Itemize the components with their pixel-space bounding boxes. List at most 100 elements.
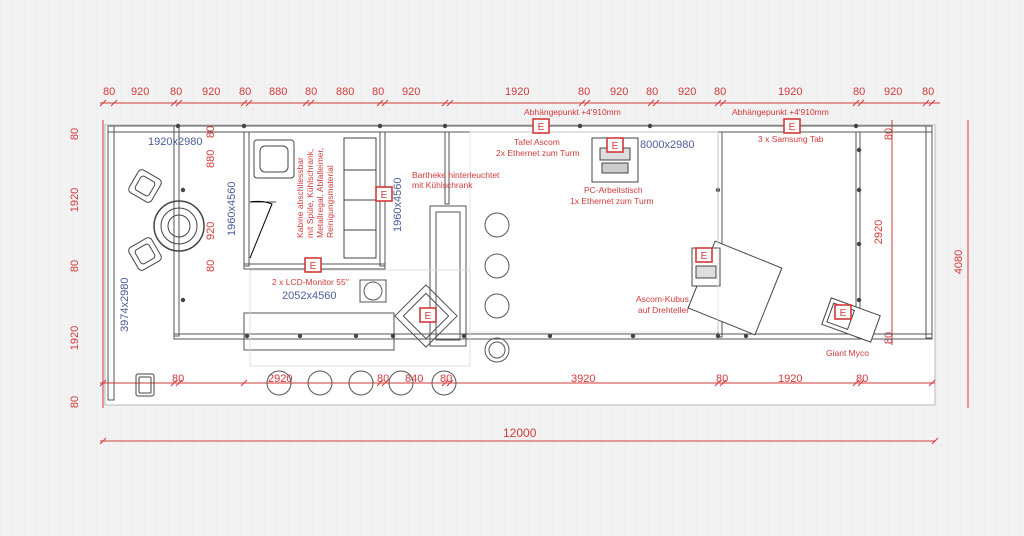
dimension-tick <box>857 379 865 387</box>
bottom-dim: 80 <box>716 373 728 385</box>
bottom-dim: 840 <box>405 373 423 385</box>
dimension-lines <box>100 102 969 442</box>
dimension-tick <box>170 379 178 387</box>
truss-node <box>577 123 583 129</box>
bottom-dim: 3920 <box>571 373 595 385</box>
right-dim-inner: 2920 <box>873 220 885 244</box>
truss-node <box>547 333 553 339</box>
cabin-note: Kabine abschliessbar mit Spüle, Kühlschr… <box>295 148 335 238</box>
pc-note: PC-Arbeitstisch <box>584 185 643 195</box>
truss-node <box>241 123 247 129</box>
dimension-tick <box>857 99 865 107</box>
dimension-tick <box>719 99 727 107</box>
top-dim: 920 <box>678 86 696 98</box>
left-dim: 1920 <box>69 188 81 212</box>
left-dim: 1920 <box>69 326 81 350</box>
top-dim: 80 <box>922 86 934 98</box>
lounge-furniture <box>128 169 205 397</box>
top-dim: 880 <box>336 86 354 98</box>
truss-node <box>442 123 448 129</box>
floor-plate <box>104 124 936 406</box>
truss-node <box>856 187 862 193</box>
inner-dim: 80 <box>205 126 217 138</box>
ethernet-note-2: 2x Ethernet zum Turm <box>496 148 580 158</box>
truss-node <box>175 123 181 129</box>
dimension-tick <box>446 379 454 387</box>
marker-letter: E <box>538 122 545 133</box>
top-dim: 920 <box>610 86 628 98</box>
truss-node <box>630 333 636 339</box>
bottom-dim: 1920 <box>778 373 802 385</box>
top-dim: 80 <box>170 86 182 98</box>
top-dim: 920 <box>884 86 902 98</box>
left-dim: 80 <box>69 260 81 272</box>
top-dim: 80 <box>372 86 384 98</box>
top-dim: 920 <box>131 86 149 98</box>
area-left: 3974x2980 <box>119 278 131 332</box>
truss-node <box>377 123 383 129</box>
bar-counter <box>266 205 510 396</box>
marker-letter: E <box>381 190 388 201</box>
dimension-tick <box>381 379 389 387</box>
right-dim-outer: 4080 <box>953 250 965 274</box>
top-dim: 880 <box>269 86 287 98</box>
ethernet-note-1: 1x Ethernet zum Turm <box>570 196 654 206</box>
dimension-ticks <box>99 99 939 445</box>
truss-node <box>647 123 653 129</box>
dimension-tick <box>175 99 183 107</box>
dimension-tick <box>240 99 248 107</box>
hang-note-1: Abhängepunkt +4'910mm <box>524 107 621 117</box>
dimension-tick <box>647 99 655 107</box>
dimension-tick <box>302 99 310 107</box>
dimension-tick <box>441 379 449 387</box>
top-dim: 80 <box>853 86 865 98</box>
ascom-note: Ascom-Kubus <box>636 294 689 304</box>
dimension-tick <box>852 379 860 387</box>
right-dim-80: 80 <box>883 128 895 140</box>
drehteller-note: auf Drehteller <box>638 305 689 315</box>
dimension-tick <box>714 379 722 387</box>
dimension-tick <box>376 379 384 387</box>
top-dim: 80 <box>103 86 115 98</box>
dimension-tick <box>652 99 660 107</box>
dimension-tick <box>245 99 253 107</box>
dimension-tick <box>928 379 936 387</box>
hang-note-2: Abhängepunkt +4'910mm <box>732 107 829 117</box>
dimension-tick <box>99 379 107 387</box>
truss-node <box>856 297 862 303</box>
area-cabin: 1960x4560 <box>226 182 238 236</box>
truss-node <box>297 333 303 339</box>
electrical-outlet-marker: E <box>304 257 322 273</box>
dimension-tick <box>381 99 389 107</box>
truss-node <box>353 333 359 339</box>
marker-letter: E <box>310 261 317 272</box>
top-dim: 920 <box>202 86 220 98</box>
marker-letter: E <box>789 122 796 133</box>
inner-dim: 80 <box>205 260 217 272</box>
dimension-tick <box>578 99 586 107</box>
dimension-tick <box>931 437 939 445</box>
dimension-tick <box>175 379 183 387</box>
top-dim: 920 <box>402 86 420 98</box>
cabin-note-line: mit Spüle, Kühlschrank, <box>305 149 315 238</box>
truss-node <box>853 123 859 129</box>
samsung-note: 3 x Samsung Tab <box>758 134 824 144</box>
dimension-tick <box>99 437 107 445</box>
bar-note: Bartheke hinterleuchtet <box>412 170 500 180</box>
inner-dim: 880 <box>205 150 217 168</box>
dimension-tick <box>240 379 248 387</box>
electrical-outlet-marker: E <box>834 304 852 320</box>
lcd-note: 2 x LCD-Monitor 55" <box>272 277 349 287</box>
right-dim-80: 80 <box>883 332 895 344</box>
top-dim: 80 <box>714 86 726 98</box>
electrical-outlet-marker: E <box>419 307 437 323</box>
area-main: 8000x2980 <box>640 139 694 151</box>
giant-myco-note: Giant Myco <box>826 348 869 358</box>
dimension-tick <box>441 99 449 107</box>
top-dim: 1920 <box>505 86 529 98</box>
truss-node <box>856 241 862 247</box>
truss-node <box>715 333 721 339</box>
truss-node <box>244 333 250 339</box>
truss-node <box>390 333 396 339</box>
truss-node <box>461 333 467 339</box>
